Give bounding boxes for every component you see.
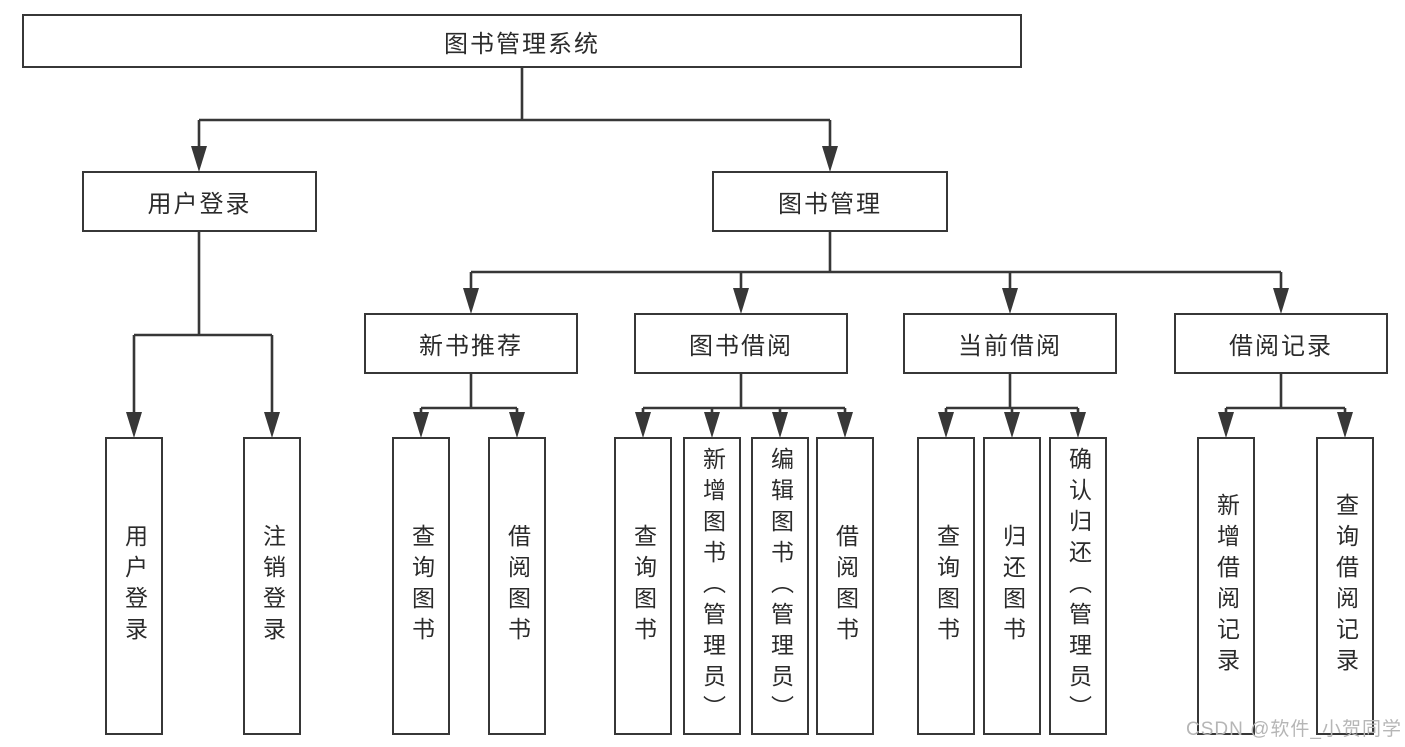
leaf-query-books-current: 查询图书 bbox=[917, 437, 975, 735]
node-new-book-recommendation: 新书推荐 bbox=[364, 313, 578, 374]
node-label: 注销登录 bbox=[259, 524, 286, 648]
node-label: 查询借阅记录 bbox=[1332, 493, 1359, 679]
leaf-edit-book-admin: 编辑图书（管理员） bbox=[751, 437, 809, 735]
node-label: 借阅图书 bbox=[832, 524, 859, 648]
leaf-logout: 注销登录 bbox=[243, 437, 301, 735]
leaf-confirm-return-admin: 确认归还（管理员） bbox=[1049, 437, 1107, 735]
node-label: 归还图书 bbox=[999, 524, 1026, 648]
node-label: 用户登录 bbox=[147, 191, 252, 218]
leaf-add-borrow-record: 新增借阅记录 bbox=[1197, 437, 1255, 735]
leaf-query-borrow-record: 查询借阅记录 bbox=[1316, 437, 1374, 735]
node-label: 查询图书 bbox=[408, 524, 435, 648]
node-label: 当前借阅 bbox=[958, 333, 1062, 360]
node-label: 图书管理系统 bbox=[444, 30, 600, 58]
node-label: 查询图书 bbox=[933, 524, 960, 648]
node-label: 新书推荐 bbox=[419, 333, 523, 360]
node-book-borrowing: 图书借阅 bbox=[634, 313, 848, 374]
node-root-system: 图书管理系统 bbox=[22, 14, 1022, 68]
node-borrowing-records: 借阅记录 bbox=[1174, 313, 1388, 374]
leaf-borrow-books-recommend: 借阅图书 bbox=[488, 437, 546, 735]
leaf-user-login: 用户登录 bbox=[105, 437, 163, 735]
node-label: 借阅记录 bbox=[1229, 333, 1333, 360]
node-label: 编辑图书（管理员） bbox=[767, 446, 794, 726]
leaf-query-books-recommend: 查询图书 bbox=[392, 437, 450, 735]
node-label: 新增借阅记录 bbox=[1213, 493, 1240, 679]
node-user-login: 用户登录 bbox=[82, 171, 317, 232]
leaf-return-book: 归还图书 bbox=[983, 437, 1041, 735]
leaf-query-books-borrow: 查询图书 bbox=[614, 437, 672, 735]
leaf-borrow-books: 借阅图书 bbox=[816, 437, 874, 735]
watermark: CSDN @软件_小贺同学 bbox=[1186, 719, 1402, 740]
node-label: 新增图书（管理员） bbox=[699, 446, 726, 726]
node-label: 图书管理 bbox=[778, 191, 882, 218]
node-label: 确认归还（管理员） bbox=[1065, 446, 1092, 726]
node-label: 用户登录 bbox=[121, 524, 148, 648]
node-book-management: 图书管理 bbox=[712, 171, 948, 232]
node-label: 图书借阅 bbox=[689, 333, 793, 360]
node-label: 查询图书 bbox=[630, 524, 657, 648]
leaf-add-book-admin: 新增图书（管理员） bbox=[683, 437, 741, 735]
node-current-borrowing: 当前借阅 bbox=[903, 313, 1117, 374]
arrowheads bbox=[126, 146, 1353, 438]
node-label: 借阅图书 bbox=[504, 524, 531, 648]
